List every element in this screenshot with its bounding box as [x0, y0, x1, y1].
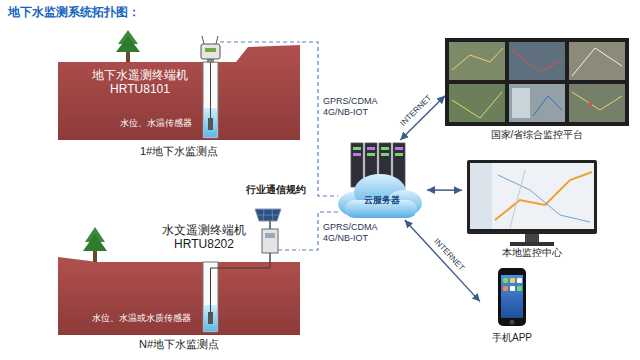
diagram-title: 地下水监测系统拓扑图：	[8, 5, 140, 19]
telemetry-terminal	[201, 36, 300, 63]
platform-screen: 国家/省综合监控平台	[445, 38, 631, 143]
internet-link	[405, 220, 480, 302]
tree	[116, 30, 140, 62]
site-caption: 1#地下水监测点	[58, 145, 300, 158]
cloud-server: 云服务器	[338, 140, 427, 220]
mobile-app: 手机APP	[480, 268, 546, 352]
site-one-ground	[58, 45, 300, 140]
center-caption: 本地监控中心	[462, 247, 602, 259]
internet-link	[427, 189, 462, 191]
platform-caption: 国家/省综合监控平台	[445, 129, 629, 141]
well-shaft	[203, 253, 270, 332]
tree	[83, 227, 107, 262]
link-label: GPRS/CDMA 4G/NB-IOT	[322, 96, 386, 118]
monitoring-site: 水文遥测终端机 HRTU8202 水位、水温或水质传感器 N#地下水监测点	[58, 205, 302, 355]
wireless-link	[302, 42, 338, 196]
link-label: GPRS/CDMA 4G/NB-IOT	[322, 222, 386, 244]
site-caption: N#地下水监测点	[58, 338, 300, 351]
protocol-label: 行业通信规约	[246, 184, 306, 196]
well-shaft	[203, 60, 218, 138]
hydrology-station	[255, 209, 300, 262]
mobile-phone	[498, 268, 526, 326]
sensor-label: 水位、水温传感器	[120, 118, 192, 129]
local-center: 本地监控中心	[462, 160, 604, 261]
app-caption: 手机APP	[480, 332, 544, 344]
sensor-label: 水位、水温或水质传感器	[92, 313, 191, 324]
monitoring-site: 地下水遥测终端机 HRTU8101 水位、水温传感器 1#地下水监测点	[58, 28, 302, 168]
terminal-label: 水文遥测终端机 HRTU8202	[158, 223, 250, 252]
desktop-monitor	[467, 160, 597, 246]
monitor-wall	[445, 38, 629, 126]
site-n-ground	[58, 257, 300, 335]
terminal-label: 地下水遥测终端机 HRTU8101	[88, 68, 192, 97]
server-label: 云服务器	[338, 195, 425, 206]
